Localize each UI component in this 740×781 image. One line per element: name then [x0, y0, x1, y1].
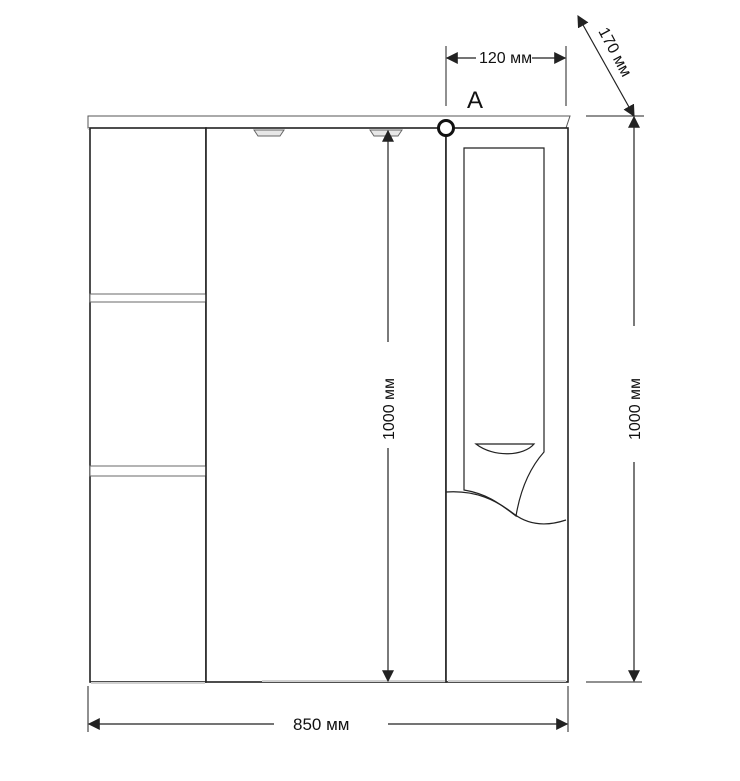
- right-door-section: [445, 127, 569, 683]
- left-shelf-section: [89, 127, 207, 684]
- top-width-dimension: 120 мм: [445, 46, 567, 106]
- center-height-dimension: 1000 мм: [381, 129, 398, 683]
- bottom-width-label: 850 мм: [293, 715, 349, 734]
- depth-dimension: 170 мм: [577, 14, 644, 118]
- center-height-label: 1000 мм: [381, 378, 398, 440]
- top-board: [87, 115, 571, 130]
- right-height-label: 1000 мм: [627, 378, 644, 440]
- bottom-width-dimension: 850 мм: [87, 686, 569, 734]
- right-height-dimension: 1000 мм: [586, 115, 644, 683]
- top-width-label: 120 мм: [479, 50, 532, 67]
- mirror-section: [205, 127, 447, 683]
- depth-label: 170 мм: [594, 25, 634, 80]
- connection-point-a: A: [437, 87, 483, 137]
- point-label: A: [467, 87, 483, 114]
